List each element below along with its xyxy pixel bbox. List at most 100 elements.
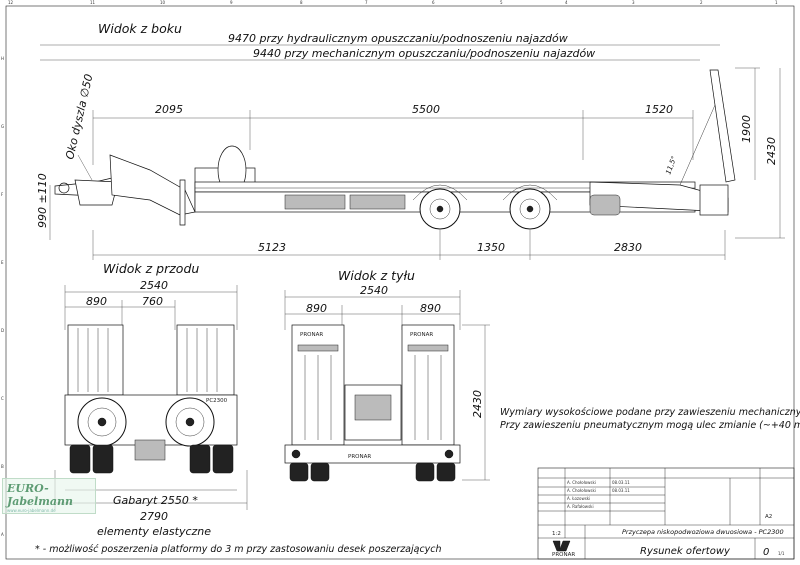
grid-side-g: G	[1, 124, 4, 129]
toolbox-2	[349, 194, 406, 210]
front-view-title: Widok z przodu	[103, 261, 199, 276]
rear-dim-left-ramp: 890	[306, 302, 327, 315]
rear-light-right	[444, 449, 454, 459]
title-format: A2	[765, 514, 772, 520]
sheet-border	[5, 5, 795, 560]
side-eye-leader	[77, 154, 93, 181]
hitch-frame	[74, 179, 119, 206]
grid-top-6: 6	[432, 0, 435, 5]
title-sheet-of: 1/1	[778, 551, 785, 556]
air-tank	[589, 194, 621, 216]
grid-side-h: H	[1, 56, 4, 61]
front-dim-gap: 760	[142, 295, 163, 308]
toolbox-1	[284, 194, 346, 210]
title-sheet-no: 0	[763, 547, 769, 558]
rear-tyre-l2	[310, 462, 330, 482]
side-angle-label: 11,5°	[664, 155, 678, 176]
rear-bumper-brand: PRONAR	[348, 454, 371, 460]
pronar-logo	[552, 540, 571, 552]
side-dim-total-hydraulic: 9470 przy hydraulicznym opuszczaniu/podn…	[40, 32, 720, 46]
rear-dims: 2540 890 890 2430	[284, 284, 490, 481]
grid-top-4: 4	[565, 0, 568, 5]
side-dim-total-height: 2430	[765, 137, 778, 165]
side-dim-verticals: 1900 2430 990 ±110	[36, 67, 785, 240]
rear-dim-height: 2430	[471, 390, 484, 418]
rear-brand-right: PRONAR	[410, 332, 433, 338]
title-name-2: A. Chołołowski	[567, 488, 596, 493]
rear-dim-width: 2540	[360, 284, 388, 297]
front-plate: PC2300	[206, 398, 228, 404]
rear-tyre-l1	[289, 462, 309, 482]
side-dim-hitch-height: 990 ±110	[36, 173, 49, 228]
rear-light-block	[699, 184, 729, 216]
rear-tyre-r2	[436, 462, 456, 482]
side-dim-ramp-section: 1520	[645, 103, 673, 116]
side-dim-total-mechanical-label: 9440 przy mechanicznym opuszczaniu/podno…	[253, 47, 595, 60]
side-view-title: Widok z boku	[98, 21, 182, 36]
side-trailer-drawing	[54, 69, 736, 230]
rear-view-title: Widok z tyłu	[338, 268, 415, 283]
front-dim-left-ramp: 890	[86, 295, 107, 308]
watermark-logo: EURO-Jabelmann www.euro-jabelmann.de	[2, 478, 96, 514]
front-ramp-left	[67, 324, 124, 396]
grid-side-f: F	[1, 192, 4, 197]
watermark-subtitle: www.euro-jabelmann.de	[7, 508, 56, 513]
side-dim-axle-spacing: 1350	[477, 241, 505, 254]
side-dim-wheelbase: 5123	[258, 241, 286, 254]
side-dim-ramp-height: 1900	[740, 115, 753, 143]
gooseneck	[109, 154, 196, 216]
side-dim-top-chain: 2095 5500 1520	[92, 103, 694, 165]
front-tyre-left-2	[92, 444, 114, 474]
front-outer-width: 2790	[140, 510, 168, 523]
title-product: Przyczepa niskopodwoziowa dwuosiowa - PC…	[622, 528, 784, 536]
grid-top-10: 10	[160, 0, 166, 5]
grid-top-5: 5	[500, 0, 503, 5]
rear-tyre-r1	[415, 462, 435, 482]
grid-top-9: 9	[230, 0, 233, 5]
grid-top-12: 12	[8, 0, 14, 5]
title-date-2: 08.03.11	[612, 488, 630, 493]
note-pneumatic: Przy zawieszeniu pneumatycznym mogą ulec…	[500, 420, 800, 431]
grid-side-a: A	[1, 532, 4, 537]
side-dim-rear-overhang: 2830	[614, 241, 642, 254]
front-elastic-label: elementy elastyczne	[97, 525, 211, 538]
rear-light-left	[291, 449, 301, 459]
hitch-eye	[58, 182, 70, 194]
title-scale: 1:2	[552, 531, 561, 537]
grid-top-7: 7	[365, 0, 368, 5]
side-dim-total-mechanical: 9440 przy mechanicznym opuszczaniu/podno…	[40, 47, 700, 61]
grid-top-1: 1	[775, 0, 778, 5]
title-drawing-type: Rysunek ofertowy	[640, 546, 731, 557]
front-tyre-left	[69, 444, 91, 474]
front-bottom-dims: Gabaryt 2550 * 2790 elementy elastyczne	[54, 470, 248, 538]
grid-side-c: C	[1, 396, 4, 401]
rear-bumper	[284, 444, 461, 464]
front-hitch	[134, 439, 166, 461]
title-name-1: A. Chołołowski	[567, 480, 596, 485]
grid-side: H G F E D C B A	[1, 56, 4, 537]
rear-brand-left: PRONAR	[300, 332, 323, 338]
side-dim-bottom-chain: 5123 1350 2830	[92, 230, 726, 260]
front-ramp-right	[176, 324, 235, 396]
grid-top-2: 2	[700, 0, 703, 5]
front-dims: 2540 890 760	[64, 279, 238, 330]
title-company: PRONAR	[552, 552, 575, 558]
mudguards	[412, 184, 558, 201]
title-name-4: A. Rafałowski	[567, 504, 594, 509]
grid-top: 12 11 10 9 8 7 6 5 4 3 2 1	[8, 0, 778, 5]
grid-top-8: 8	[300, 0, 303, 5]
title-date-1: 08.03.11	[612, 480, 630, 485]
grid-side-d: D	[1, 328, 4, 333]
title-block: A. Chołołowski A. Chołołowski A. Łozowsk…	[537, 467, 795, 560]
front-tyre-right-2	[212, 444, 234, 474]
rear-dim-right-ramp: 890	[420, 302, 441, 315]
grid-top-3: 3	[632, 0, 635, 5]
front-gauge-label: Gabaryt 2550 *	[113, 494, 198, 507]
front-tyre-right	[189, 444, 211, 474]
title-name-3: A. Łozowski	[567, 496, 590, 501]
note-measurement: Wymiary wysokościowe podane przy zawiesz…	[500, 407, 800, 418]
side-dim-deck-length: 5500	[412, 103, 440, 116]
side-dim-front-section: 2095	[155, 103, 183, 116]
front-trailer-drawing: PC2300	[64, 324, 238, 474]
